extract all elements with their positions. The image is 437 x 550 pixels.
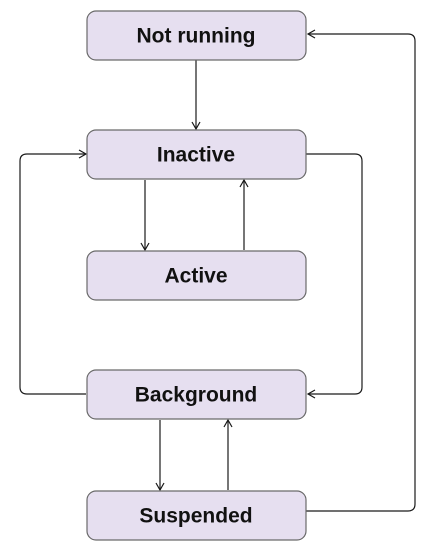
state-label-active: Active (164, 265, 227, 288)
state-label-inactive: Inactive (157, 144, 235, 167)
state-node-not-running: Not running (86, 10, 307, 61)
state-node-active: Active (86, 250, 307, 301)
state-label-suspended: Suspended (139, 505, 252, 528)
state-node-inactive: Inactive (86, 129, 307, 180)
state-label-not-running: Not running (137, 25, 256, 48)
edge-inactive-to-background (306, 153, 363, 399)
edges (19, 29, 416, 512)
state-label-background: Background (135, 384, 258, 407)
edge-suspended-to-not-running (306, 29, 416, 512)
edge-background-to-inactive (19, 149, 88, 395)
state-node-suspended: Suspended (86, 490, 307, 541)
state-node-background: Background (86, 369, 307, 420)
